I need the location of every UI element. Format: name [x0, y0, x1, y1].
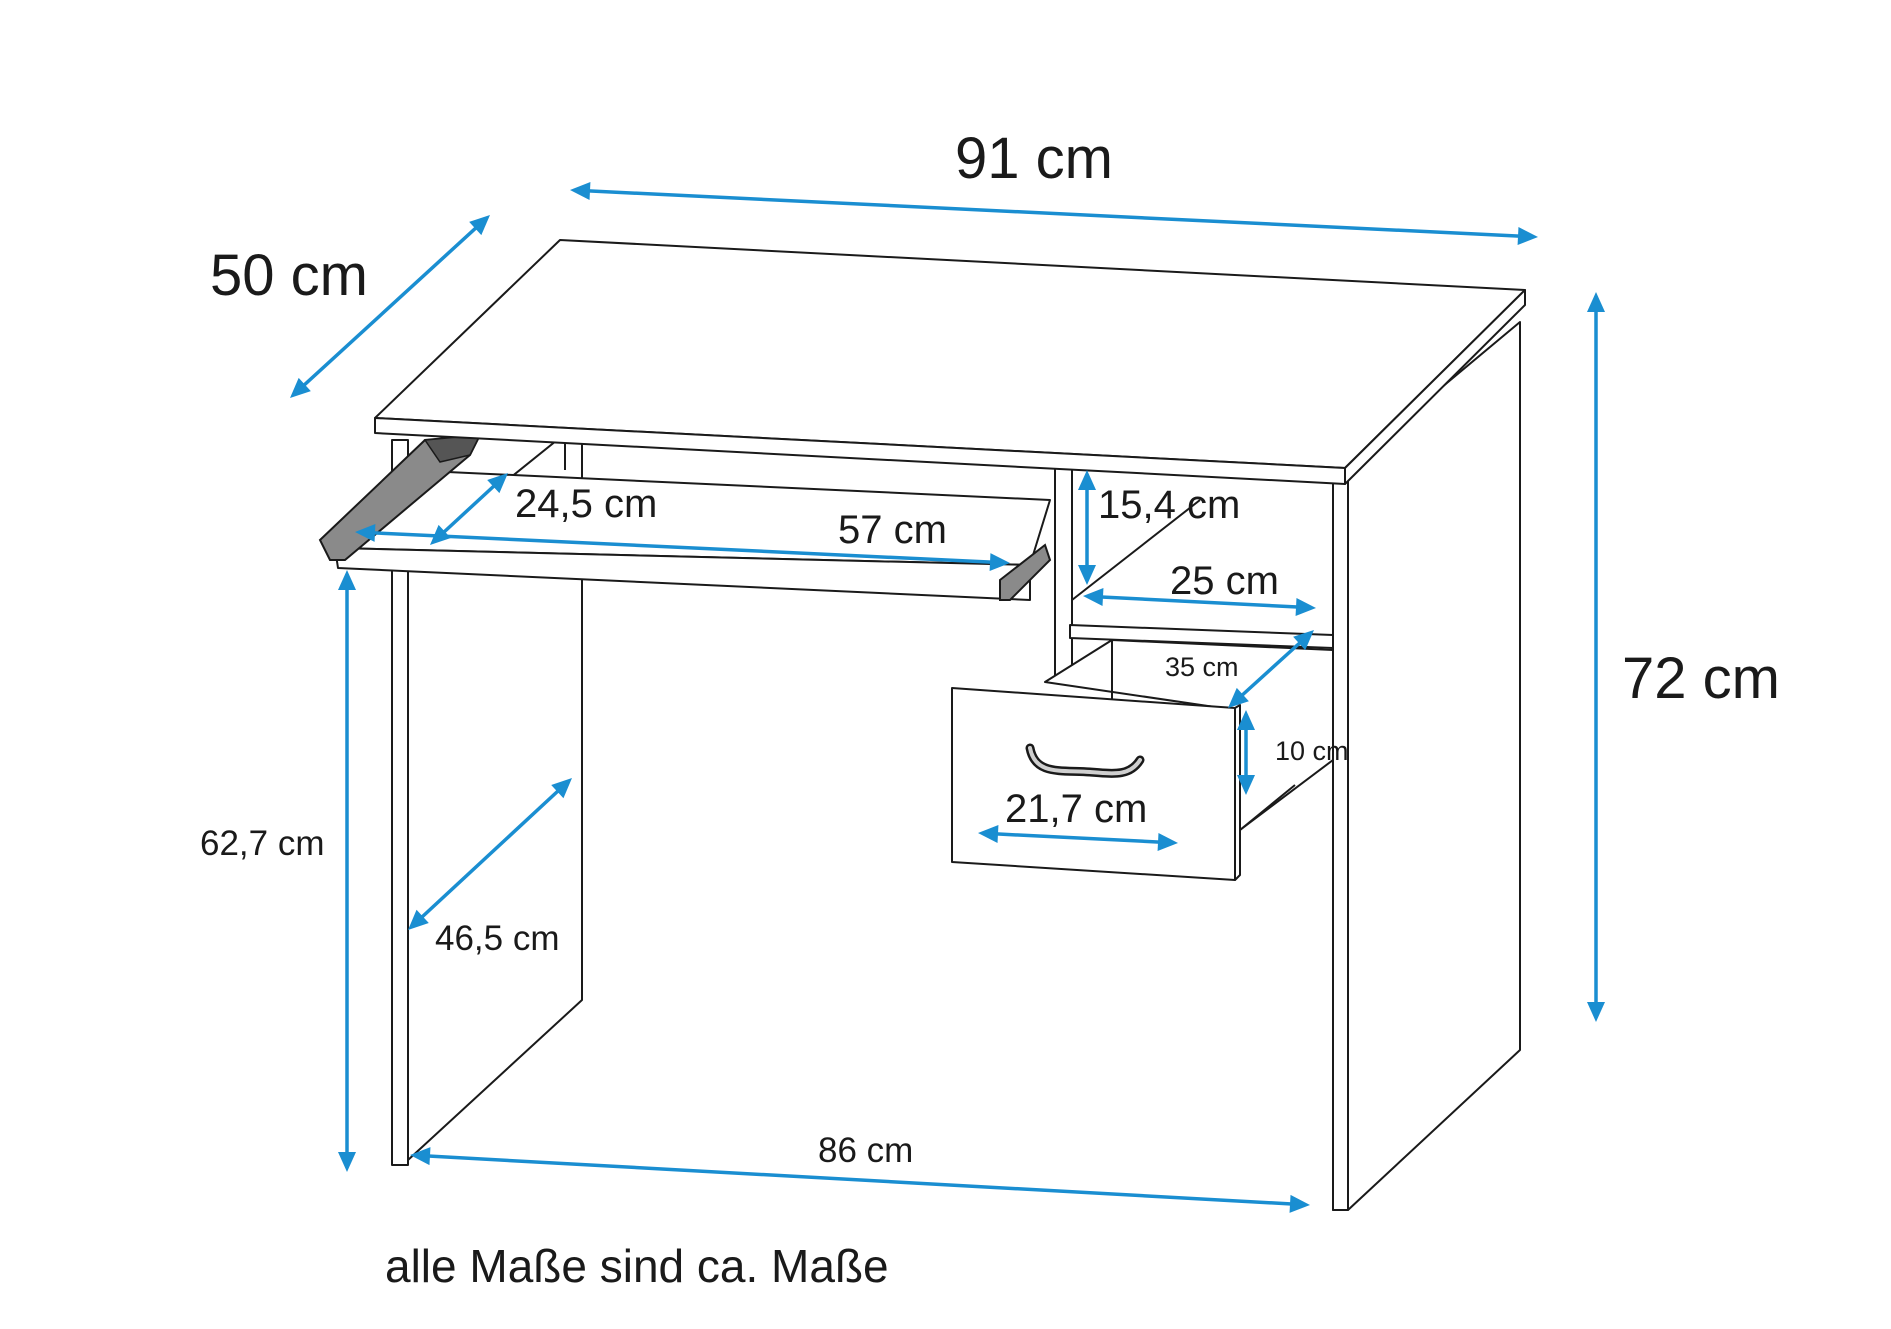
label-drawer-depth: 35 cm	[1165, 652, 1239, 682]
label-height-total: 72 cm	[1622, 646, 1780, 711]
arrow-side-panel-depth-line	[418, 787, 562, 921]
arrow-drawer-depth-head-end	[1293, 630, 1314, 651]
arrow-keyboard-tray-depth-line	[440, 482, 498, 536]
drawer-front-edge	[1234, 704, 1241, 881]
arrow-shelf-width	[1083, 588, 1316, 616]
arrow-keyboard-tray-width-line	[370, 531, 995, 564]
label-shelf-width: 25 cm	[1170, 559, 1279, 603]
label-drawer-height: 10 cm	[1275, 736, 1349, 766]
shelf-back-line	[1071, 499, 1201, 601]
arrow-shelf-opening-height-head-start	[1078, 470, 1096, 490]
arrow-drawer-height-head-end	[1237, 775, 1255, 795]
arrow-height-total-head-end	[1587, 1002, 1605, 1022]
middle-divider-panel	[1054, 464, 1073, 681]
arrow-depth-total-head-start	[290, 377, 311, 398]
label-shelf-opening-height: 15,4 cm	[1098, 483, 1240, 527]
drawer-front	[951, 687, 1236, 881]
keyboard-tray-front	[334, 547, 1031, 601]
keyboard-tray-right-rail	[999, 543, 1052, 601]
arrow-depth-total-head-end	[469, 215, 490, 236]
arrow-inner-width-head-end	[1289, 1194, 1310, 1213]
arrow-side-panel-depth-head-start	[408, 909, 429, 930]
arrow-drawer-height	[1237, 710, 1255, 795]
arrow-clearance-height-head-end	[338, 1152, 356, 1172]
arrow-shelf-width-head-end	[1295, 597, 1316, 616]
arrow-drawer-width	[978, 825, 1178, 851]
desktop-side-edge	[1344, 289, 1526, 485]
arrow-width-total-line	[585, 189, 1523, 238]
arrow-inner-width-line	[425, 1154, 1295, 1206]
arrow-drawer-width-line	[993, 832, 1163, 844]
label-drawer-width: 21,7 cm	[1005, 787, 1147, 831]
right-panel-front-edge	[1332, 477, 1349, 1211]
label-depth-total: 50 cm	[210, 243, 368, 308]
arrow-drawer-depth-head-start	[1228, 687, 1249, 708]
left-panel-front-edge	[391, 439, 409, 1166]
label-inner-width: 86 cm	[818, 1131, 913, 1170]
arrow-drawer-depth-line	[1238, 639, 1304, 699]
arrow-keyboard-tray-width-head-end	[989, 553, 1010, 572]
arrow-keyboard-tray-depth-head-end	[487, 473, 508, 494]
arrow-keyboard-tray-width	[355, 523, 1010, 572]
arrow-shelf-opening-height-head-end	[1078, 565, 1096, 585]
label-side-panel-depth: 46,5 cm	[435, 919, 560, 958]
arrow-side-panel-depth-head-end	[551, 778, 572, 799]
arrow-width-total-head-start	[570, 181, 591, 200]
arrow-clearance-height-head-start	[338, 570, 356, 590]
drawer-inner-edge-2	[1239, 784, 1296, 831]
arrow-depth-total-line	[300, 224, 480, 389]
dimension-labels: 91 cm 50 cm 72 cm 24,5 cm 57 cm 15,4 cm …	[200, 126, 1780, 1292]
label-keyboard-tray-depth: 24,5 cm	[515, 482, 657, 526]
arrow-inner-width-head-start	[410, 1147, 431, 1166]
arrow-side-panel-depth	[408, 778, 572, 930]
shelf	[1069, 624, 1334, 649]
dimension-arrows	[290, 181, 1605, 1213]
arrow-width-total-head-end	[1517, 227, 1538, 246]
label-clearance-height: 62,7 cm	[200, 824, 325, 863]
arrow-height-total	[1587, 292, 1605, 1022]
arrow-drawer-width-head-end	[1157, 833, 1178, 851]
arrow-drawer-width-head-start	[978, 825, 999, 843]
arrow-drawer-height-head-start	[1237, 710, 1255, 730]
arrow-clearance-height	[338, 570, 356, 1172]
arrow-shelf-width-line	[1098, 595, 1301, 609]
arrow-drawer-depth	[1228, 630, 1314, 708]
arrow-shelf-opening-height	[1078, 470, 1096, 585]
arrow-height-total-head-start	[1587, 292, 1605, 312]
arrow-keyboard-tray-width-head-start	[355, 523, 376, 542]
label-keyboard-tray-width: 57 cm	[838, 508, 947, 552]
label-width-total: 91 cm	[955, 126, 1113, 191]
arrow-shelf-width-head-start	[1083, 588, 1104, 607]
desk-drawing	[318, 239, 1526, 1211]
arrow-inner-width	[410, 1147, 1310, 1213]
arrow-width-total	[570, 181, 1538, 246]
arrow-depth-total	[290, 215, 490, 398]
footnote-approximate-dimensions: alle Maße sind ca. Maße	[385, 1240, 889, 1292]
